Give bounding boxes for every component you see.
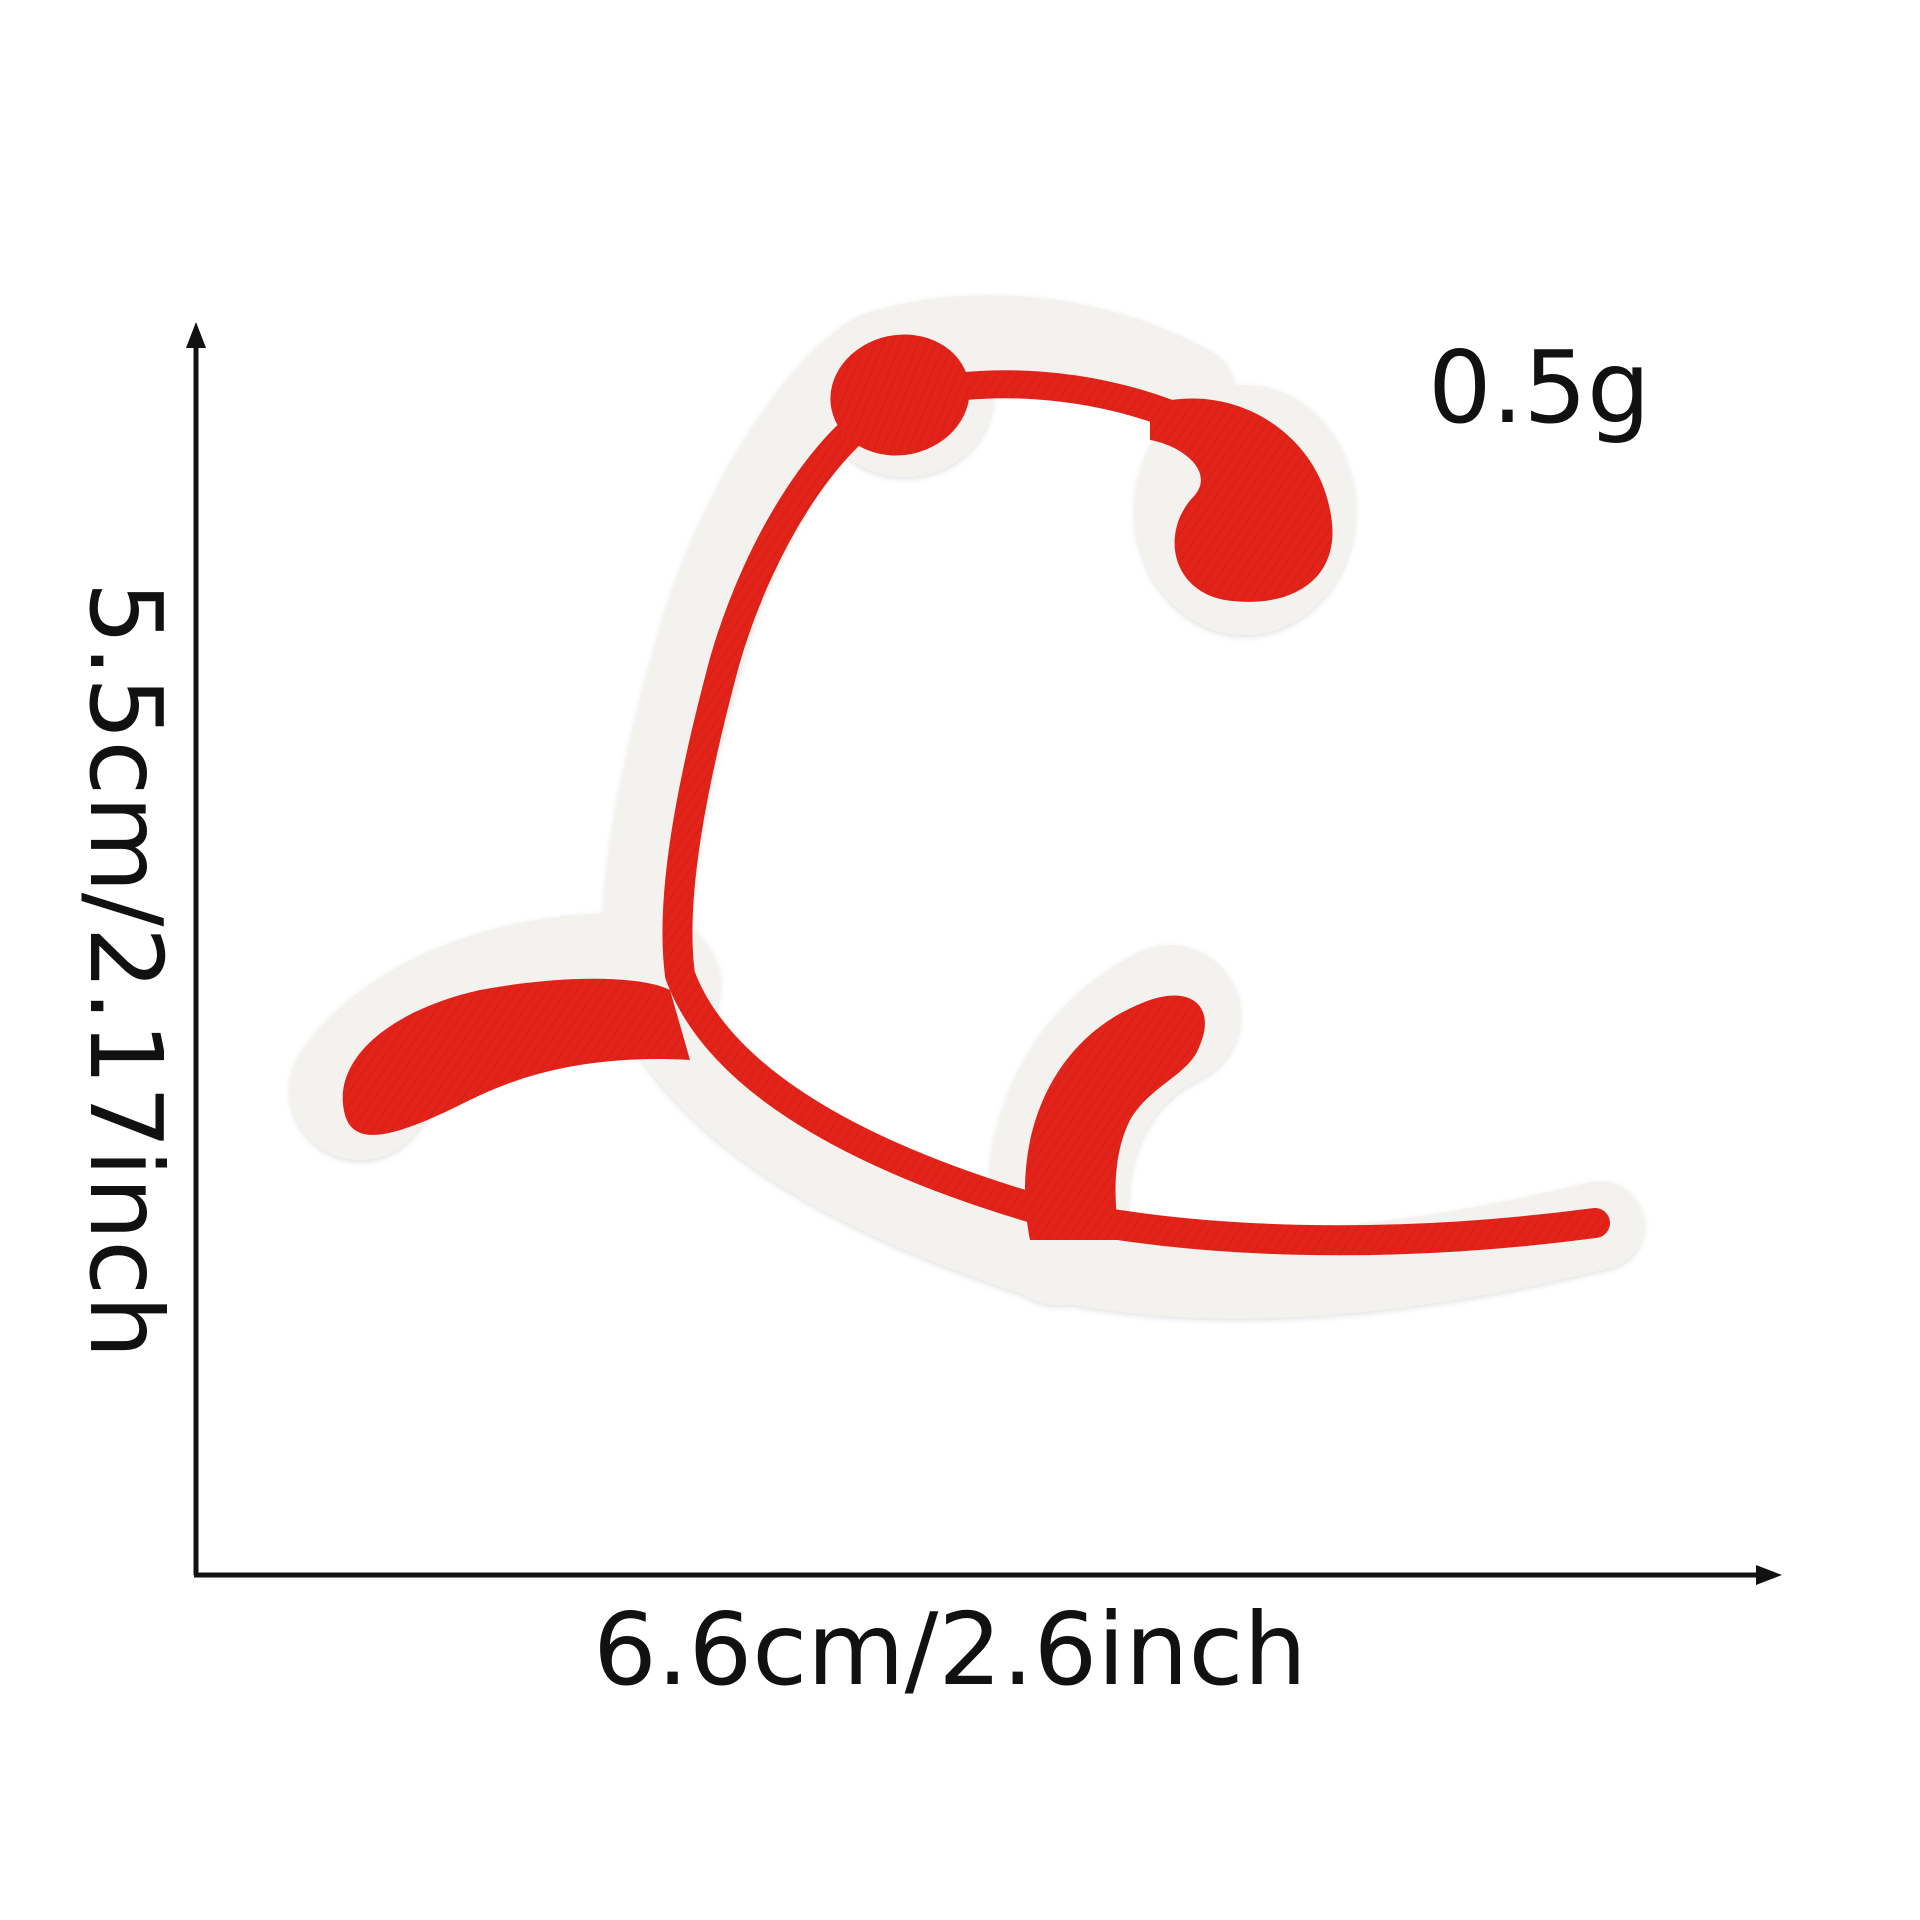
patch-border bbox=[290, 295, 1644, 1319]
width-dimension-label: 6.6cm/2.6inch bbox=[0, 1600, 1920, 1700]
weight-label: 0.5g bbox=[1428, 329, 1651, 446]
dimension-axes bbox=[186, 322, 1782, 1585]
patch-thread-blobs bbox=[342, 334, 1333, 1240]
width-dimension-text: 6.6cm/2.6inch bbox=[593, 1591, 1307, 1708]
arrow-right-icon bbox=[1756, 1565, 1782, 1585]
arrow-up-icon bbox=[186, 322, 206, 348]
height-dimension-text: 5.5cm/2.17inch bbox=[67, 581, 184, 1359]
